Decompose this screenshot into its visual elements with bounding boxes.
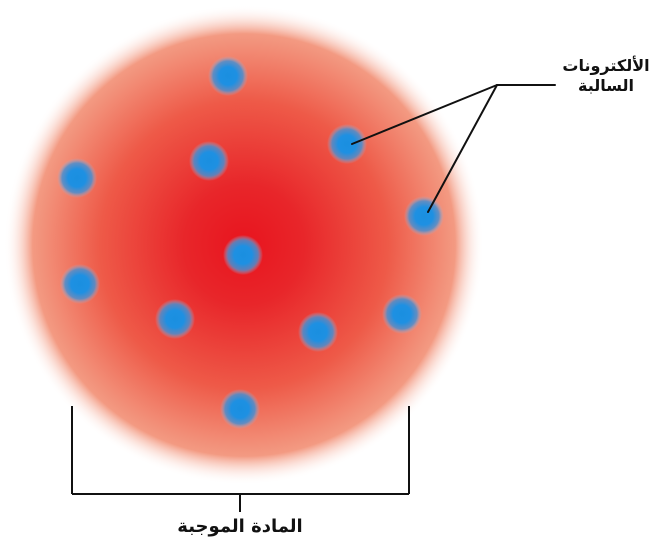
- electrons-label-line2: السالبة: [577, 76, 635, 95]
- electron: [404, 196, 444, 236]
- electrons-group: [57, 56, 444, 429]
- pointer-to-electron-2: [427, 84, 498, 213]
- electron: [220, 389, 260, 429]
- electron: [189, 141, 229, 181]
- electron: [60, 264, 100, 304]
- electron: [155, 299, 195, 339]
- electron: [223, 235, 263, 275]
- electron-pointer-lines: [351, 84, 556, 213]
- electron: [327, 124, 367, 164]
- electron: [57, 158, 97, 198]
- positive-matter-bracket: [71, 406, 410, 512]
- electron: [208, 56, 248, 96]
- electron: [298, 312, 338, 352]
- negative-electrons-label: الألكترونات السالبة: [560, 56, 652, 96]
- electrons-label-line1: الألكترونات: [562, 56, 650, 75]
- positive-matter-label: المادة الموجبة: [177, 516, 303, 537]
- electron: [382, 294, 422, 334]
- pointer-to-electron-1: [351, 84, 498, 145]
